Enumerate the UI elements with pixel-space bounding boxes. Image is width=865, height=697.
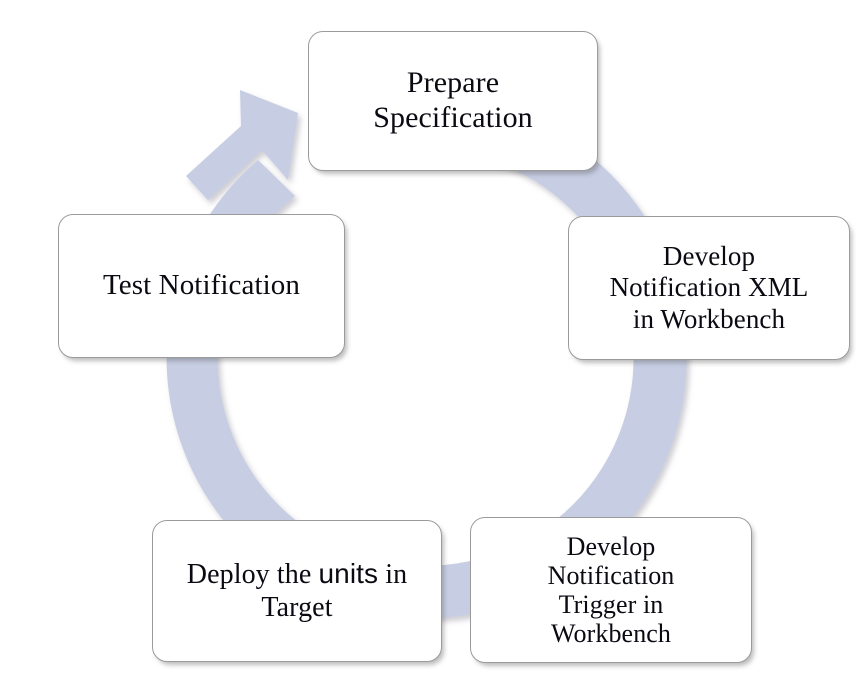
step-box-test-notification[interactable]: Test Notification — [58, 214, 345, 358]
step-label-prepare-specification: Prepare Specification — [373, 66, 533, 134]
step-box-develop-notification-trigger[interactable]: Develop Notification Trigger in Workbenc… — [470, 517, 752, 663]
step-label-deploy-units: Deploy the units in Target — [186, 558, 408, 623]
step-box-prepare-specification[interactable]: Prepare Specification — [308, 31, 598, 171]
step-box-develop-notification-xml[interactable]: Develop Notification XML in Workbench — [568, 216, 850, 360]
step-label-develop-notification-xml: Develop Notification XML in Workbench — [609, 241, 809, 334]
ring-arrow-head — [186, 90, 298, 200]
step-label-test-notification: Test Notification — [103, 269, 300, 302]
step-box-deploy-units[interactable]: Deploy the units in Target — [152, 520, 442, 662]
step-label-develop-notification-trigger: Develop Notification Trigger in Workbenc… — [547, 531, 675, 649]
